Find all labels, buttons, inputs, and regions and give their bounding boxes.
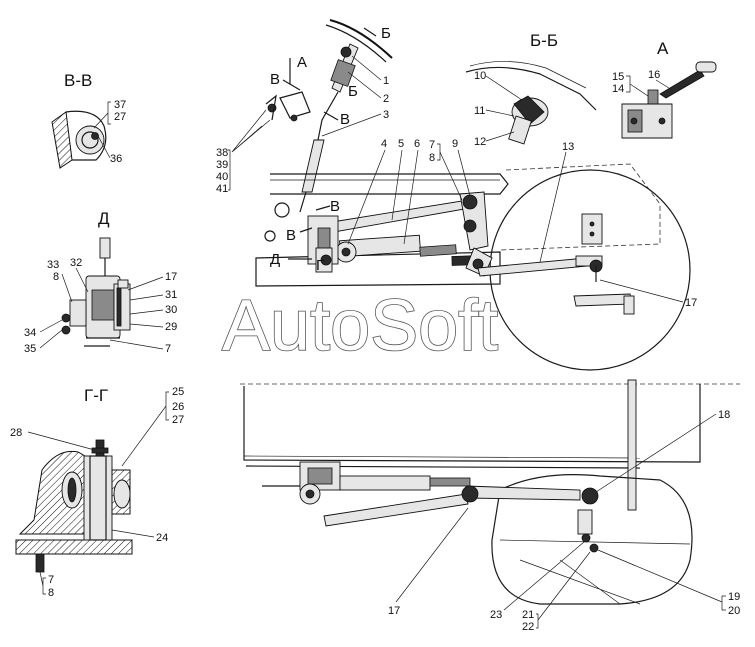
callout-35: 35	[24, 343, 36, 355]
view-b-b-title: Б-Б	[530, 31, 558, 50]
callout-36: 36	[110, 153, 122, 165]
section-mark-b-mid: Б	[348, 83, 358, 100]
callout-2: 2	[383, 93, 389, 105]
callout-27-g: 27	[172, 414, 184, 426]
callout-8-main: 8	[429, 152, 435, 164]
front-wheel-plan	[491, 474, 693, 605]
section-mark-v-mid: В	[340, 111, 350, 128]
callout-13: 13	[562, 141, 574, 153]
callout-39: 39	[216, 159, 228, 171]
view-g-g-title: Г-Г	[84, 386, 108, 405]
callout-8-d: 8	[53, 271, 59, 283]
callout-24: 24	[156, 532, 168, 544]
view-a-title: А	[657, 39, 669, 58]
view-b-b: Б-Б 10 11 12	[465, 31, 597, 148]
tie-rod-plan	[323, 493, 469, 527]
section-mark-v-low: В	[330, 198, 340, 215]
callout-33: 33	[47, 259, 59, 271]
section-mark-b-top: Б	[381, 25, 391, 42]
callout-4: 4	[381, 138, 387, 150]
main-side-view: 1 2 3 4 5 6 7 8 9 13 17 38 39 40 41 А В …	[216, 19, 697, 371]
steering-wheel-rim	[329, 19, 393, 59]
view-v-v-title: В-В	[64, 71, 92, 90]
callout-22: 22	[522, 621, 534, 633]
callout-3: 3	[383, 109, 389, 121]
steering-column	[299, 43, 359, 213]
callout-34: 34	[24, 327, 36, 339]
callout-15: 15	[612, 71, 624, 83]
cylinder-plan	[339, 475, 431, 491]
callout-41: 41	[216, 183, 228, 195]
section-mark-a: А	[297, 54, 307, 71]
callout-9: 9	[452, 138, 458, 150]
callout-6: 6	[414, 138, 420, 150]
callout-14: 14	[612, 83, 624, 95]
section-mark-v-gear: В	[286, 227, 296, 244]
column-bracket	[265, 91, 311, 122]
view-d-title: Д	[98, 209, 110, 228]
frame-rails	[255, 163, 661, 287]
callout-8-g: 8	[48, 587, 54, 599]
callout-38: 38	[216, 147, 228, 159]
callout-7-g: 7	[48, 574, 54, 586]
callout-37: 37	[114, 99, 126, 111]
view-g-g: Г-Г 25 26 27 28 24 7 8	[10, 386, 184, 599]
callout-10: 10	[474, 70, 486, 82]
callout-5: 5	[398, 138, 404, 150]
gear-plan	[262, 461, 341, 505]
callout-25: 25	[172, 386, 184, 398]
callout-18: 18	[718, 409, 730, 421]
bracket-clamp-detail	[51, 110, 111, 169]
tie-rod-end-17	[573, 213, 635, 315]
power-cylinder	[335, 234, 481, 266]
view-d: Д 33 8 32 17 31 30 29 7 34 35	[24, 209, 177, 355]
callout-19: 19	[728, 591, 740, 603]
callout-7-d: 7	[165, 343, 171, 355]
section-mark-g: Г	[316, 257, 324, 274]
view-a: А 15 14 16	[612, 39, 717, 139]
callout-27: 27	[114, 111, 126, 123]
callout-31: 31	[165, 289, 177, 301]
callout-7-main: 7	[429, 139, 435, 151]
callout-16: 16	[648, 69, 660, 81]
tie-rod-13	[477, 257, 589, 277]
callout-12: 12	[474, 136, 486, 148]
callout-21: 21	[522, 609, 534, 621]
view-v-v: В-В 37 27 36	[51, 71, 126, 169]
callout-17-plan: 17	[388, 605, 400, 617]
callout-1: 1	[383, 75, 389, 87]
callout-11: 11	[474, 105, 485, 117]
steering-gear-unit	[61, 237, 131, 347]
section-mark-d: Д	[270, 251, 280, 268]
callout-23: 23	[490, 609, 502, 621]
wheel-rim-bb	[465, 66, 597, 111]
section-mark-v-top: В	[270, 71, 280, 88]
callout-32: 32	[70, 257, 82, 269]
plan-view: 18 17 23 21 22 19 20	[240, 379, 740, 633]
callout-30: 30	[165, 304, 177, 316]
callout-26: 26	[172, 401, 184, 413]
ball-joint-section	[15, 439, 133, 573]
callout-17-d: 17	[165, 271, 177, 283]
callout-28: 28	[10, 427, 22, 439]
callout-17-main: 17	[685, 297, 697, 309]
drag-link-5	[331, 199, 471, 233]
callout-40: 40	[216, 171, 228, 183]
callout-20: 20	[728, 605, 740, 617]
watermark: AutoSoft	[222, 286, 498, 366]
steering-gear-side	[264, 202, 339, 273]
callout-29: 29	[165, 321, 177, 333]
